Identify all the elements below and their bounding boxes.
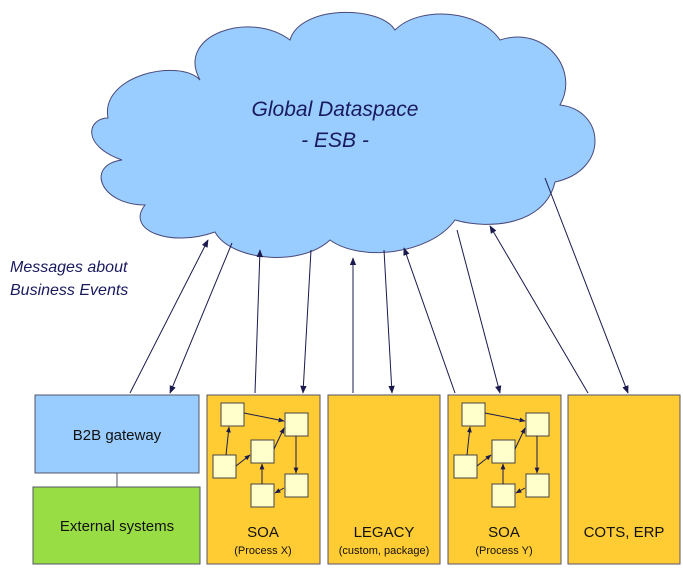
arrow-cloud-to-soax [300,249,312,394]
arrow-cloud-to-soay [456,229,502,394]
cots-erp-box: COTS, ERP [567,394,681,565]
process-node [284,412,309,437]
cloud-title-line2: - ESB - [301,129,369,152]
arrow-cloud-to-cots [544,177,629,394]
process-node [525,412,550,437]
process-node [212,454,237,479]
external-systems-box: External systems [32,486,201,565]
arrow-b2b-to-cloud [129,239,209,394]
external-systems-label: External systems [60,518,174,535]
process-node [220,402,245,427]
legacy-box: LEGACY (custom, package) [327,394,441,565]
soa-y-process-links [466,412,540,494]
soa-x-process-graph [212,402,309,508]
legacy-sublabel: (custom, package) [339,545,429,557]
arrow-cloud-to-b2b [169,242,233,394]
messages-note-line1: Messages about [10,259,128,276]
connection-arrows [129,177,629,394]
messages-note-line2: Business Events [10,282,128,299]
process-node [250,483,275,508]
process-node [250,439,275,464]
process-node [453,454,478,479]
arrow-cots-to-cloud [489,225,589,394]
arrow-soay-to-cloud [403,247,456,394]
arrow-soax-to-cloud [254,249,263,394]
process-node [461,402,486,427]
soa-y-sublabel: (Process Y) [475,545,532,557]
legacy-label: LEGACY [354,524,415,541]
process-node [491,483,516,508]
cloud-shape [91,11,596,258]
cloud-title-line1: Global Dataspace [252,98,419,121]
b2b-gateway-label: B2B gateway [73,427,162,444]
soa-y-process-graph [453,402,550,508]
process-node [525,473,550,498]
arrow-cloud-to-legacy [383,249,395,394]
process-node [491,439,516,464]
soa-process-x-box: SOA (Process X) [206,394,321,565]
soa-x-sublabel: (Process X) [234,545,291,557]
soa-x-label: SOA [247,524,279,541]
process-node [284,473,309,498]
soa-x-process-links [225,412,299,494]
b2b-gateway-box: B2B gateway [34,394,200,474]
cots-erp-label: COTS, ERP [584,524,665,541]
soa-process-y-box: SOA (Process Y) [447,394,562,565]
soa-y-label: SOA [488,524,520,541]
esb-cloud: Global Dataspace - ESB - [91,11,596,258]
